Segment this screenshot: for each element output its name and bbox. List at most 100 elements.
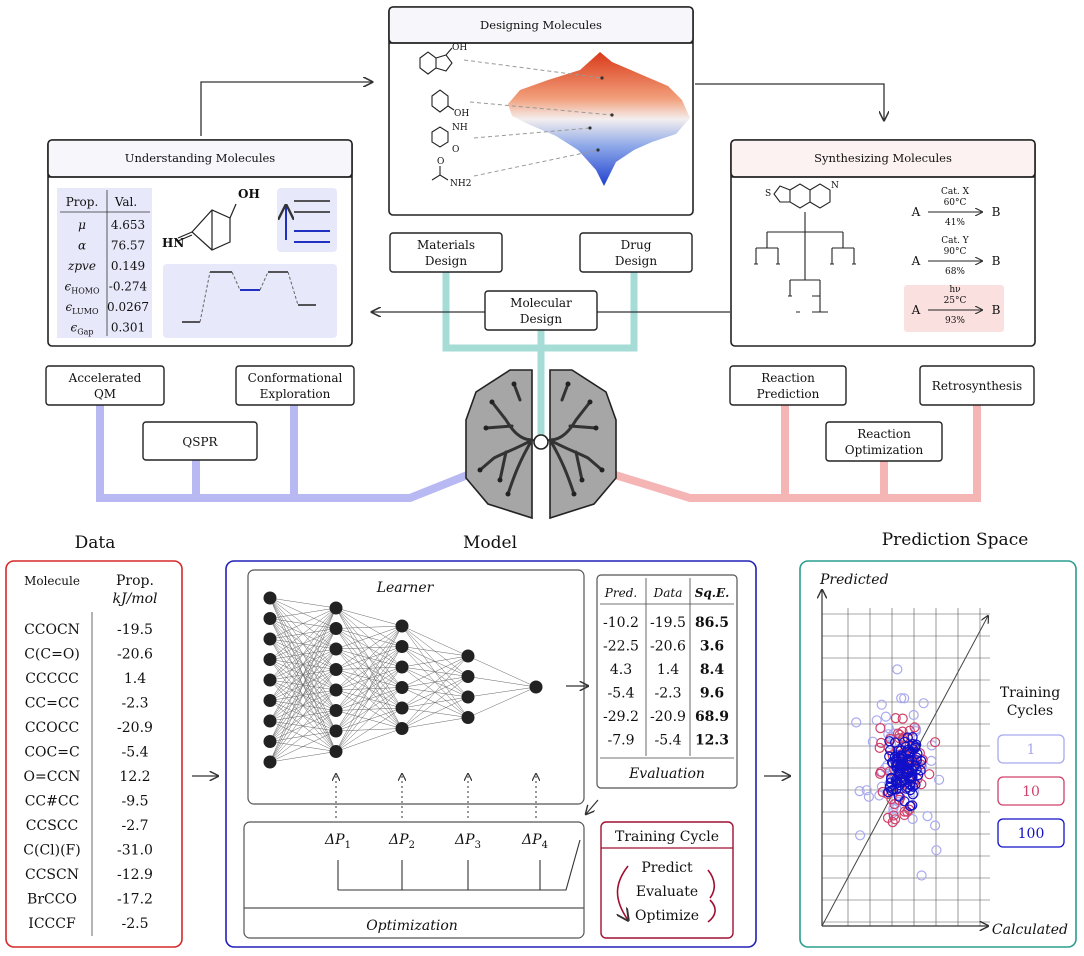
best-reaction-highlight	[904, 285, 1004, 332]
arrow-eval-to-opt	[586, 799, 599, 814]
reaction-catalyst: Cat. Y	[941, 236, 970, 246]
network-node	[263, 755, 277, 769]
ring-s: S	[765, 189, 771, 199]
data-molecule: CCSCN	[25, 867, 79, 883]
network-node	[263, 653, 277, 666]
delta-p-label: ΔP2	[388, 832, 415, 851]
bicyclic-oh: OH	[238, 187, 260, 201]
property-value: 76.57	[111, 239, 145, 253]
network-edge	[401, 696, 469, 729]
molecular-line2: Design	[520, 312, 562, 326]
scatter-point	[911, 739, 922, 750]
data-molecule: CCOCN	[24, 622, 80, 638]
drug-line2: Design	[615, 254, 657, 268]
mol4-o: O	[437, 157, 444, 167]
eval-cell: 12.3	[695, 733, 729, 749]
network-edge	[269, 751, 337, 763]
product-b: B	[992, 254, 1001, 268]
data-value: -2.5	[122, 916, 149, 932]
delta-p-label: ΔP4	[521, 832, 548, 851]
scatter-point	[876, 699, 887, 710]
eval-cell: 68.9	[695, 709, 729, 725]
property-value: 0.149	[111, 259, 145, 273]
network-edge	[269, 710, 337, 763]
data-col-unit: kJ/mol	[113, 591, 158, 607]
scatter-point	[907, 800, 918, 811]
scatter-point	[926, 740, 937, 751]
scatter-point	[909, 722, 920, 733]
network-edge	[401, 655, 469, 668]
retrosynthesis-box	[919, 365, 1035, 406]
eval-cell: -20.9	[650, 709, 686, 725]
property-value: 0.0267	[107, 300, 149, 314]
molecular-line1: Molecular	[510, 296, 572, 310]
data-molecule: CC=CC	[25, 696, 80, 712]
bicyclic-hn: HN	[162, 236, 184, 250]
scatter-point	[933, 774, 945, 785]
network-edge	[269, 607, 337, 681]
property-symbol: μ	[78, 218, 86, 232]
network-node	[263, 673, 277, 687]
reactant-a: A	[911, 254, 921, 268]
scatter-point	[922, 810, 933, 822]
data-title: Data	[75, 533, 116, 553]
network-node	[329, 724, 343, 738]
reactant-a: A	[911, 303, 921, 317]
data-col-prop: Prop.	[116, 573, 154, 589]
data-value: -19.5	[117, 622, 153, 638]
network-edge	[269, 607, 337, 763]
eval-cell: 86.5	[695, 615, 729, 631]
eval-cell: -29.2	[603, 709, 639, 725]
network-edge	[335, 687, 403, 752]
reaction-catalyst: hν	[949, 285, 960, 295]
network-edge	[401, 625, 469, 657]
eval-cell: -22.5	[603, 639, 639, 655]
data-molecule: CCOCC	[25, 720, 79, 736]
reaction-temperature: 60°C	[944, 198, 967, 208]
network-edge	[269, 689, 337, 763]
network-node	[329, 601, 343, 615]
property-value: -0.274	[109, 280, 148, 294]
scatter-point	[910, 779, 921, 790]
col-val: Val.	[114, 195, 137, 209]
reaction-catalyst: Cat. X	[941, 187, 970, 197]
data-value: -20.9	[117, 720, 153, 736]
reaction-yield: 68%	[945, 267, 965, 277]
scatter-point	[876, 781, 888, 792]
network-node	[263, 735, 277, 748]
network-node	[461, 690, 475, 704]
scatter-point	[892, 664, 903, 675]
network-node	[329, 745, 343, 758]
conf-line1: Conformational	[248, 371, 343, 385]
network-node	[263, 632, 277, 646]
materials-line1: Materials	[417, 238, 475, 252]
arrow-to-designing	[200, 82, 372, 136]
prediction-panel	[799, 560, 1077, 948]
scatter-point	[897, 726, 908, 737]
scatter-point	[902, 732, 913, 743]
scatter-point	[896, 756, 907, 767]
network-node	[395, 722, 409, 735]
fused-ring-structure	[773, 183, 831, 209]
accel-line2: QM	[94, 387, 116, 401]
materials-line2: Design	[425, 254, 467, 268]
scatter-point	[916, 870, 927, 881]
eval-cell: 4.3	[610, 662, 632, 678]
scatter-point	[890, 712, 901, 724]
designing-title: Designing Molecules	[480, 18, 602, 32]
network-edge	[467, 686, 537, 698]
legend-title-1: Training	[1000, 685, 1060, 701]
eval-cell: 8.4	[700, 662, 725, 678]
scatter-point	[908, 709, 919, 721]
scatter-point	[893, 745, 904, 756]
network-edge	[401, 655, 469, 688]
mol4-nh2: NH2	[450, 179, 471, 189]
network-node	[529, 680, 543, 694]
optimization-box	[243, 821, 585, 939]
delta-p-label: ΔP3	[454, 832, 481, 851]
legend-box	[997, 776, 1065, 806]
eval-cell: -19.5	[650, 615, 686, 631]
data-value: -5.4	[122, 745, 149, 761]
